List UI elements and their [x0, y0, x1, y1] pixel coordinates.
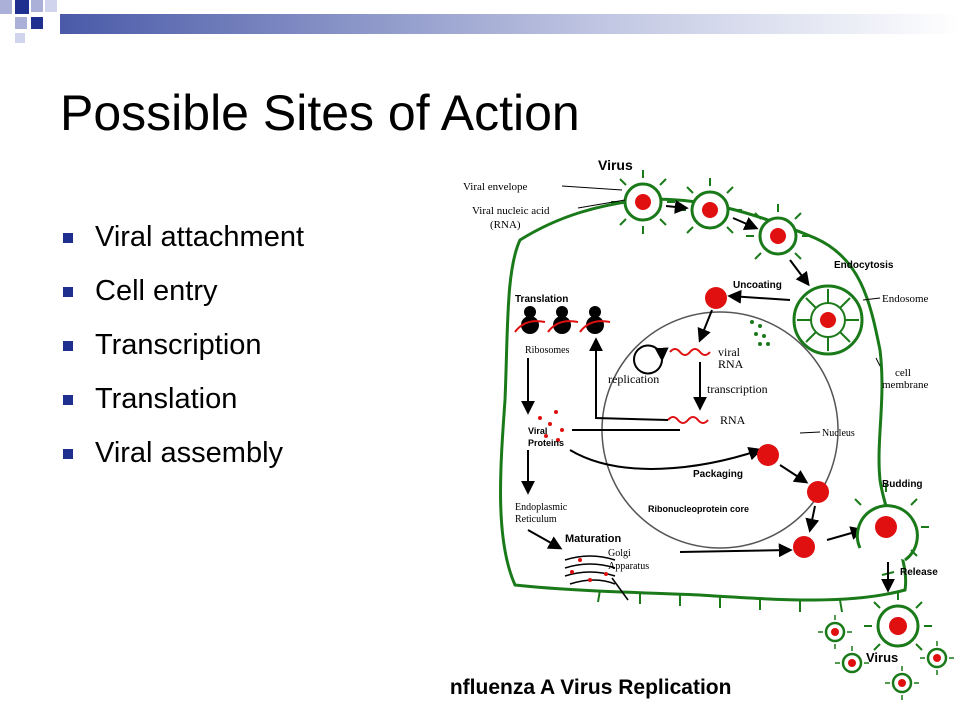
bullet-item: Viral attachment — [60, 210, 304, 264]
label-golgi: Golgi — [608, 548, 631, 559]
label-ribosomes: Ribosomes — [525, 345, 570, 356]
bullet-square-icon — [63, 287, 73, 297]
label-reticulum: Reticulum — [515, 514, 557, 525]
label-ribonucleoprotein-core: Ribonucleoprotein core — [648, 504, 749, 514]
label-release: Release — [900, 567, 938, 578]
label-uncoating: Uncoating — [733, 280, 782, 291]
virus-icon — [690, 190, 730, 230]
virus-core — [705, 287, 727, 309]
label-cell-membrane-2: membrane — [882, 379, 929, 391]
label-rna: RNA — [720, 413, 746, 427]
label-endosome: Endosome — [882, 293, 929, 305]
released-virus — [885, 666, 919, 700]
label-virus-top: Virus — [598, 157, 633, 173]
label-replication: replication — [608, 372, 659, 386]
label-apparatus: Apparatus — [608, 561, 649, 572]
virus-icon — [623, 182, 663, 222]
label-translation: Translation — [515, 294, 568, 305]
label-viral-envelope: Viral envelope — [463, 181, 528, 193]
label-viral-rna-2: RNA — [718, 357, 744, 371]
bullet-item: Viral assembly — [60, 426, 304, 480]
bullet-list: Viral attachment Cell entry Transcriptio… — [60, 210, 304, 480]
influenza-replication-diagram: Virus Viral envelope Viral nucleic acid … — [450, 157, 954, 700]
bullet-item: Translation — [60, 372, 304, 426]
cell-membrane — [499, 197, 908, 602]
virus-core — [757, 444, 779, 466]
released-virus — [835, 646, 869, 674]
label-endoplasmic: Endoplasmic — [515, 502, 568, 513]
slide-title: Possible Sites of Action — [60, 85, 580, 141]
endosome — [792, 284, 864, 356]
bullet-square-icon — [63, 341, 73, 351]
label-cell-membrane: cell — [895, 367, 911, 379]
label-transcription: transcription — [707, 382, 768, 396]
golgi-apparatus — [564, 555, 616, 585]
bullet-item: Transcription — [60, 318, 304, 372]
label-nucleus: Nucleus — [822, 428, 855, 439]
released-virus — [920, 641, 954, 675]
label-viral-nucleic-acid: Viral nucleic acid — [472, 205, 550, 217]
virus-core — [807, 481, 829, 503]
viral-proteins — [538, 410, 564, 442]
bullet-square-icon — [63, 395, 73, 405]
ribosomes — [514, 306, 611, 334]
label-viral-rna: viral — [718, 345, 741, 359]
label-viral-nucleic-acid-rna: (RNA) — [490, 219, 521, 231]
released-virus — [864, 592, 932, 651]
bullet-square-icon — [63, 233, 73, 243]
virus-core — [793, 536, 815, 558]
released-virus — [818, 615, 852, 649]
label-packaging: Packaging — [693, 469, 743, 480]
label-viral-proteins-2: Proteins — [528, 438, 564, 448]
label-budding: Budding — [882, 479, 923, 490]
bullet-item: Cell entry — [60, 264, 304, 318]
rna-fragments — [750, 320, 770, 346]
bullet-square-icon — [63, 449, 73, 459]
diagram-caption: Influenza A Virus Replication — [450, 676, 731, 699]
label-virus-bottom: Virus — [866, 650, 898, 665]
label-maturation: Maturation — [565, 533, 622, 545]
budding-virus — [854, 484, 929, 562]
label-viral-proteins: Viral — [528, 426, 547, 436]
label-endocytosis: Endocytosis — [834, 260, 894, 271]
corner-decoration — [0, 0, 960, 52]
membrane-spikes — [597, 544, 897, 613]
virus-icon — [758, 216, 798, 256]
